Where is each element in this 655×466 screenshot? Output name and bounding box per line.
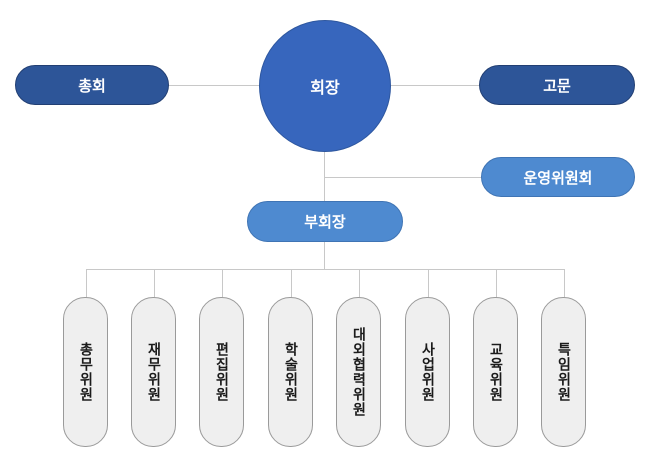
committee-editorial: 편집위원 xyxy=(199,297,244,447)
committee-business: 사업위원 xyxy=(405,297,450,447)
connector-committee-7 xyxy=(496,269,497,297)
connector-committee-3 xyxy=(222,269,223,297)
committee-label: 교육위원 xyxy=(487,342,504,402)
committee-label: 대외협력위원 xyxy=(350,327,367,417)
connector-committee-bus xyxy=(86,269,565,270)
committee-label: 총무위원 xyxy=(77,342,94,402)
committee-external-cooperation: 대외협력위원 xyxy=(336,297,381,447)
vice-chairman-node: 부회장 xyxy=(247,201,403,242)
committee-special-duty: 특임위원 xyxy=(541,297,586,447)
connector-committee-6 xyxy=(428,269,429,297)
committee-label: 편집위원 xyxy=(213,342,230,402)
connector-chair-trunk xyxy=(324,150,325,202)
general-assembly-node: 총회 xyxy=(15,65,169,105)
committee-label: 재무위원 xyxy=(145,342,162,402)
steering-committee-node: 운영위원회 xyxy=(481,157,635,197)
advisor-node: 고문 xyxy=(479,65,635,105)
connector-assembly-chair xyxy=(168,85,262,86)
committee-general-affairs: 총무위원 xyxy=(63,297,108,447)
committee-label: 특임위원 xyxy=(555,342,572,402)
committee-finance: 재무위원 xyxy=(131,297,176,447)
chairman-node: 회장 xyxy=(259,20,391,152)
committee-academic: 학술위원 xyxy=(268,297,313,447)
connector-vice-down xyxy=(324,241,325,269)
committee-label: 학술위원 xyxy=(282,342,299,402)
committee-label: 사업위원 xyxy=(419,342,436,402)
connector-chair-advisor xyxy=(390,85,480,86)
connector-steering xyxy=(324,177,482,178)
connector-committee-5 xyxy=(359,269,360,297)
connector-committee-8 xyxy=(564,269,565,297)
connector-committee-2 xyxy=(154,269,155,297)
connector-committee-1 xyxy=(86,269,87,297)
connector-committee-4 xyxy=(291,269,292,297)
committee-education: 교육위원 xyxy=(473,297,518,447)
